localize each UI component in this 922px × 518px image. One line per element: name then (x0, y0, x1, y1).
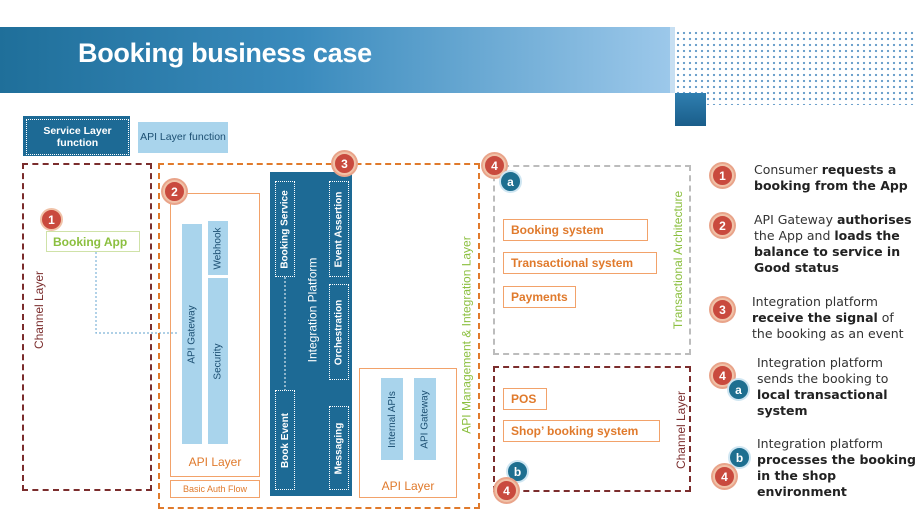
banner-tail (670, 27, 675, 93)
api-layer-box (170, 193, 260, 477)
api-layer-label-left: API Layer (188, 455, 242, 469)
internal-apis-pillar: Internal APIs (381, 378, 403, 460)
shop-channel-text: Channel Layer (674, 390, 688, 470)
step-1-text: Consumer requests a booking from the App (754, 162, 908, 193)
step-badge-4a-number: 4 (483, 154, 506, 177)
legend-badge-4b-number: 4 (713, 465, 736, 488)
api-layer-label-right: API Layer (381, 479, 435, 493)
step-badge-4a-letter: a (499, 170, 522, 193)
legend-badge-2: 2 (711, 214, 734, 237)
api-gateway-pillar: API Gateway (182, 224, 202, 444)
transactional-architecture-label: Transactional Architecture (665, 175, 691, 345)
step-badge-4b-number: 4 (495, 479, 518, 502)
pos-box[interactable]: POS (503, 388, 547, 410)
corner-square (675, 93, 706, 126)
legend-api-layer: API Layer function (138, 122, 228, 153)
booking-service-box: Booking Service (275, 181, 295, 277)
legend-service-layer-label: Service Layer function (26, 119, 129, 155)
integration-platform-box (270, 172, 352, 496)
step-2-text: API Gateway authorises the App and loads… (754, 212, 912, 275)
title-banner (0, 27, 670, 93)
legend-service-layer: Service Layer function (23, 116, 130, 156)
booking-app-box[interactable]: Booking App (46, 231, 140, 252)
security-pillar: Security (208, 278, 228, 444)
basic-auth-flow-box: Basic Auth Flow (170, 480, 260, 498)
legend-badge-4a-letter: a (727, 378, 750, 401)
messaging-box: Messaging (329, 406, 349, 490)
transactional-architecture-text: Transactional Architecture (671, 190, 686, 330)
step-badge-3: 3 (333, 152, 356, 175)
api-gateway-right-text: API Gateway (419, 389, 431, 449)
shop-channel-label: Channel Layer (668, 375, 694, 485)
shop-booking-system-box[interactable]: Shop’ booking system (503, 420, 660, 442)
step-badge-2: 2 (163, 180, 186, 203)
api-layer-box-right (359, 368, 457, 498)
step-badge-1: 1 (40, 208, 63, 231)
step-4b-text: Integration platform processes the booki… (757, 436, 917, 499)
step-4a-text: Integration platform sends the booking t… (757, 355, 889, 418)
booking-system-box[interactable]: Booking system (503, 219, 648, 241)
transactional-system-box[interactable]: Transactional system (503, 252, 657, 274)
legend-badge-1: 1 (711, 164, 734, 187)
api-gateway-pillar-right: API Gateway (414, 378, 436, 460)
dot-pattern (675, 30, 915, 105)
event-assertion-box: Event Assertion (329, 181, 349, 277)
legend-badge-4a-number: 4 (711, 364, 734, 387)
integration-layer-box (158, 163, 480, 509)
step-badge-4b-letter: b (506, 460, 529, 483)
payments-box[interactable]: Payments (503, 286, 576, 308)
legend-badge-4b-letter: b (728, 446, 751, 469)
shop-channel-box (493, 366, 691, 492)
page-title: Booking business case (78, 38, 372, 68)
orchestration-box: Orchestration (329, 284, 349, 380)
legend-badge-3: 3 (711, 298, 734, 321)
channel-layer-box (22, 163, 152, 491)
book-event-box: Book Event (275, 390, 295, 490)
webhook-pillar: Webhook (208, 221, 228, 275)
step-3-text: Integration platform receive the signal … (752, 294, 904, 341)
transactional-architecture-box (493, 165, 691, 355)
internal-apis-text: Internal APIs (386, 390, 398, 448)
